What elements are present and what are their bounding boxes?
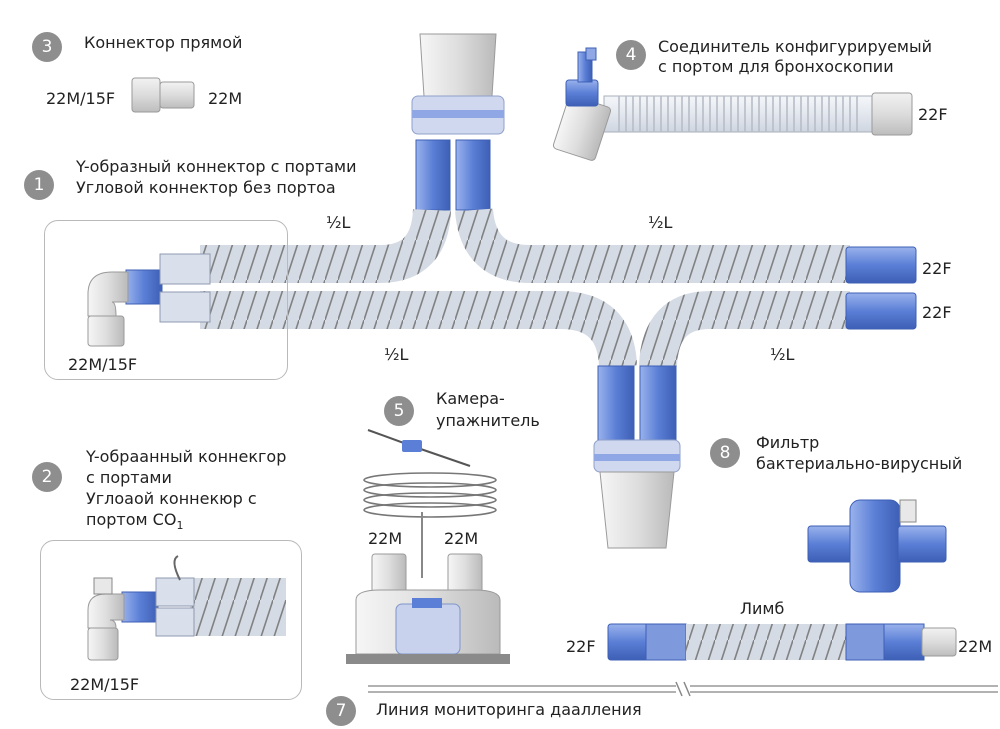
configurable-connector-port: 22F <box>918 105 948 124</box>
limb-port-right: 22M <box>958 637 993 656</box>
circuit-port-bottom: 22F <box>922 303 952 322</box>
filter-line2: бактериально-вирусный <box>756 454 963 473</box>
circuit-port-top: 22F <box>922 259 952 278</box>
y-connector-frame <box>44 220 288 380</box>
straight-connector-left-port: 22M/15F <box>46 89 116 108</box>
badge-7: 7 <box>326 696 356 726</box>
straight-connector-graphic <box>131 77 195 113</box>
half-length-top-left: ½L <box>326 213 351 232</box>
badge-3: 3 <box>32 32 62 62</box>
badge-5: 5 <box>384 396 414 426</box>
limb-port-left: 22F <box>566 637 596 656</box>
half-length-bottom-right: ½L <box>770 345 795 364</box>
y-connector-line1: Y-образный коннектор с портами <box>76 157 357 176</box>
badge-8: 8 <box>710 438 740 468</box>
humidifier-line2: упажнитель <box>436 411 540 430</box>
configurable-connector-graphic <box>552 47 913 161</box>
filter-graphic <box>807 499 947 593</box>
y-connector-port: 22M/15F <box>68 355 138 374</box>
co2-connector-line3: Углоаой коннекюр с <box>86 489 257 508</box>
humidifier-graphic <box>346 429 510 664</box>
limb-graphic <box>607 623 957 661</box>
configurable-connector-line2: с портом для бронхоскопии <box>658 57 894 76</box>
co2-connector-graphic <box>87 555 286 661</box>
co2-connector-line4-sub: 1 <box>176 519 184 533</box>
co2-connector-frame <box>40 540 302 700</box>
monitoring-line-title: Линия мониторинга даалления <box>376 700 642 719</box>
straight-connector-right-port: 22M <box>208 89 243 108</box>
co2-connector-line4: портом CO1 <box>86 509 183 536</box>
co2-connector-line1: Y-обраанный коннекгор <box>86 447 287 466</box>
monitoring-line-graphic <box>368 681 998 697</box>
co2-connector-line2: с портами <box>86 468 172 487</box>
configurable-connector-line1: Соединитель конфигурируемый <box>658 37 933 56</box>
humidifier-port-right: 22M <box>444 529 479 548</box>
co2-connector-port: 22M/15F <box>70 675 140 694</box>
badge-1: 1 <box>24 170 54 200</box>
y-connector-line2: Угловой коннектор без портоа <box>76 178 336 197</box>
half-length-bottom-left: ½L <box>384 345 409 364</box>
humidifier-line1: Камера- <box>436 389 505 408</box>
badge-2: 2 <box>32 462 62 492</box>
co2-connector-line4-text: портом CO <box>86 510 177 529</box>
limb-title: Лимб <box>740 599 785 618</box>
filter-line1: Фильтр <box>756 433 820 452</box>
half-length-top-right: ½L <box>648 213 673 232</box>
straight-connector-title: Коннектор прямой <box>84 33 243 52</box>
humidifier-port-left: 22M <box>368 529 403 548</box>
main-circuit-graphic <box>87 33 917 549</box>
badge-4: 4 <box>616 40 646 70</box>
